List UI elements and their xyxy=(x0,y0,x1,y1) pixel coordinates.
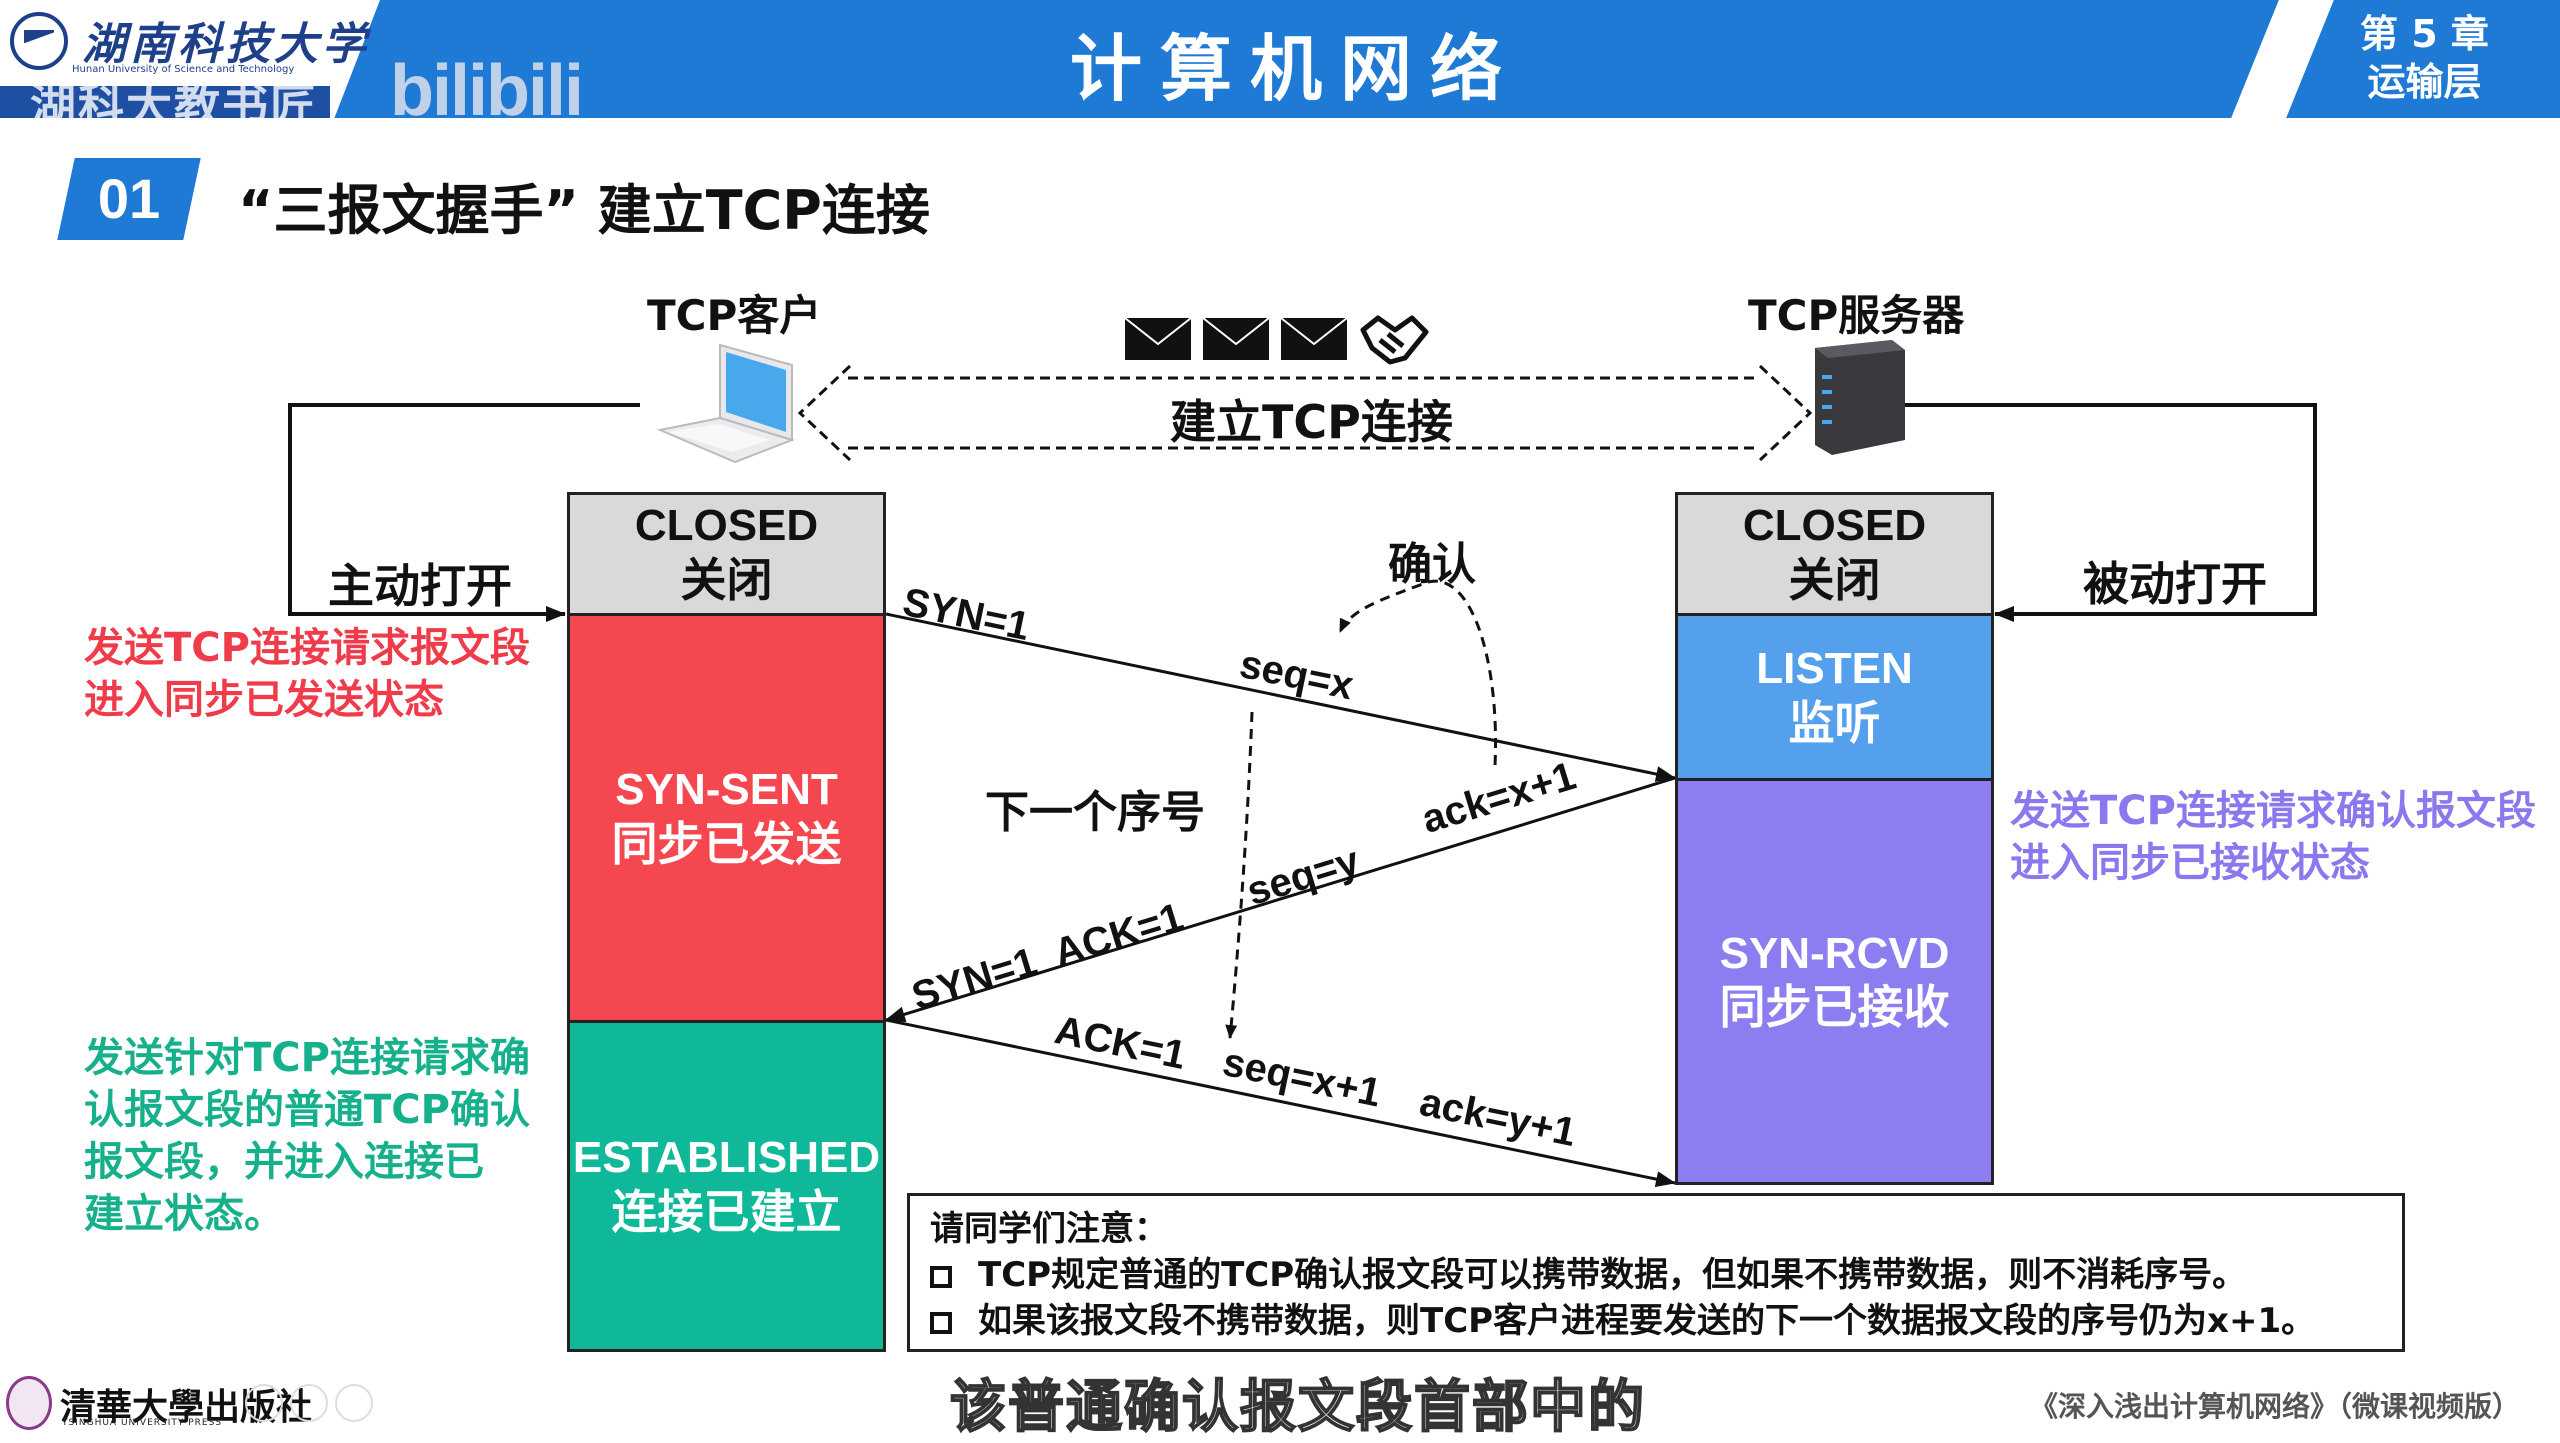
syn-ack-segment-arrow xyxy=(885,776,1676,1023)
university-logo-icon xyxy=(10,12,68,70)
passive-open-label: 被动打开 xyxy=(2083,557,2267,611)
note-box: 请同学们注意： TCP规定普通的TCP确认报文段可以携带数据，但如果不携带数据，… xyxy=(907,1193,2405,1352)
annotation-line: 发送针对TCP连接请求确 xyxy=(84,1035,530,1081)
ghost-circle-icon xyxy=(290,1384,328,1422)
server-label: TCP服务器 xyxy=(1748,291,1965,340)
envelope-icon xyxy=(1280,317,1348,360)
client-syn-sent-annotation: 发送TCP连接请求报文段 进入同步已发送状态 xyxy=(84,622,530,726)
state-en: LISTEN xyxy=(1756,644,1913,693)
checkbox-icon xyxy=(930,1311,952,1334)
checkbox-icon xyxy=(930,1265,952,1288)
course-title: 计算机网络 xyxy=(1070,27,1521,111)
envelope-icon xyxy=(1202,317,1270,360)
confirm-label: 确认 xyxy=(1388,539,1476,590)
annotation-line: 建立状态。 xyxy=(84,1191,284,1237)
server-state-syn-rcvd: SYN-RCVD 同步已接收 xyxy=(1675,778,1994,1185)
state-zh: 同步已接收 xyxy=(1719,980,1950,1035)
establish-connection-arrow xyxy=(797,364,1813,462)
annotation-line: 发送TCP连接请求确认报文段 xyxy=(2010,788,2536,834)
ghost-circle-icon xyxy=(335,1384,373,1422)
client-state-established: ESTABLISHED 连接已建立 xyxy=(567,1020,886,1352)
confirm-dashed-arrow xyxy=(1338,579,1498,766)
publisher-name-en: TSINGHUA UNIVERSITY PRESS xyxy=(62,1418,223,1428)
chapter-name: 运输层 xyxy=(2367,60,2482,104)
header-bar xyxy=(0,0,2560,118)
server-state-closed: CLOSED 关闭 xyxy=(1675,492,1994,616)
client-state-closed: CLOSED 关闭 xyxy=(567,492,886,616)
note-heading: 请同学们注意： xyxy=(930,1209,1168,1249)
chapter-number: 第 5 章 xyxy=(2360,12,2489,56)
note-item-text: 如果该报文段不携带数据，则TCP客户进程要发送的下一个数据报文段的序号仍为x+1… xyxy=(978,1301,2316,1341)
university-name-en: Hunan University of Science and Technolo… xyxy=(72,64,295,75)
annotation-line: 进入同步已接收状态 xyxy=(2010,840,2370,886)
channel-watermark: 湖科大教书匠 xyxy=(30,79,318,133)
note-item: TCP规定普通的TCP确认报文段可以携带数据，但如果不携带数据，则不消耗序号。 xyxy=(930,1252,2382,1298)
university-name: 湖南科技大学 xyxy=(82,19,370,70)
envelope-icon xyxy=(1124,317,1192,360)
server-icon xyxy=(1815,340,1905,455)
state-en: CLOSED xyxy=(634,501,819,550)
section-title: “三报文握手” 建立TCP连接 xyxy=(238,179,930,242)
next-seq-dashed-arrow xyxy=(1225,711,1254,1039)
active-open-label: 主动打开 xyxy=(328,559,512,613)
handshake-icon xyxy=(1360,315,1429,365)
section-number: 01 xyxy=(97,167,161,230)
server-syn-rcvd-annotation: 发送TCP连接请求确认报文段 进入同步已接收状态 xyxy=(2010,785,2536,889)
chapter-label: 第 5 章 运输层 xyxy=(2360,10,2489,106)
book-title: 《深入浅出计算机网络》（微课视频版） xyxy=(2030,1390,2521,1423)
header-motto-strip xyxy=(0,86,330,118)
active-open-connector xyxy=(288,403,640,622)
syn-segment-arrow xyxy=(885,612,1676,782)
client-label: TCP客户 xyxy=(647,291,822,340)
annotation-line: 进入同步已发送状态 xyxy=(84,677,444,723)
state-en: SYN-RCVD xyxy=(1719,928,1950,978)
state-en: SYN-SENT xyxy=(615,765,838,814)
state-zh: 监听 xyxy=(1788,695,1881,750)
annotation-line: 发送TCP连接请求报文段 xyxy=(84,625,530,671)
state-zh: 连接已建立 xyxy=(611,1184,842,1239)
client-state-syn-sent: SYN-SENT 同步已发送 xyxy=(567,613,886,1023)
passive-open-connector xyxy=(1905,403,2317,622)
publisher-logo-icon xyxy=(6,1376,52,1430)
ghost-circle-icon xyxy=(245,1384,283,1422)
state-zh: 关闭 xyxy=(680,552,773,607)
client-established-annotation: 发送针对TCP连接请求确 认报文段的普通TCP确认 报文段，并进入连接已 建立状… xyxy=(84,1032,530,1240)
next-seq-label: 下一个序号 xyxy=(985,787,1205,838)
ack-segment-arrow xyxy=(885,1018,1676,1187)
note-item: 如果该报文段不携带数据，则TCP客户进程要发送的下一个数据报文段的序号仍为x+1… xyxy=(930,1298,2382,1344)
annotation-line: 认报文段的普通TCP确认 xyxy=(84,1087,530,1133)
establish-connection-label: 建立TCP连接 xyxy=(1170,395,1453,449)
state-zh: 同步已发送 xyxy=(611,816,842,871)
annotation-line: 报文段，并进入连接已 xyxy=(84,1139,484,1185)
video-subtitle: 该普通确认报文段首部中的 xyxy=(949,1374,1646,1441)
note-item-text: TCP规定普通的TCP确认报文段可以携带数据，但如果不携带数据，则不消耗序号。 xyxy=(978,1255,2247,1295)
laptop-icon xyxy=(656,343,796,464)
state-en: CLOSED xyxy=(1742,501,1927,550)
state-zh: 关闭 xyxy=(1788,552,1881,607)
server-state-listen: LISTEN 监听 xyxy=(1675,613,1994,781)
bilibili-watermark: bilibili xyxy=(390,51,584,131)
state-en: ESTABLISHED xyxy=(572,1133,881,1182)
